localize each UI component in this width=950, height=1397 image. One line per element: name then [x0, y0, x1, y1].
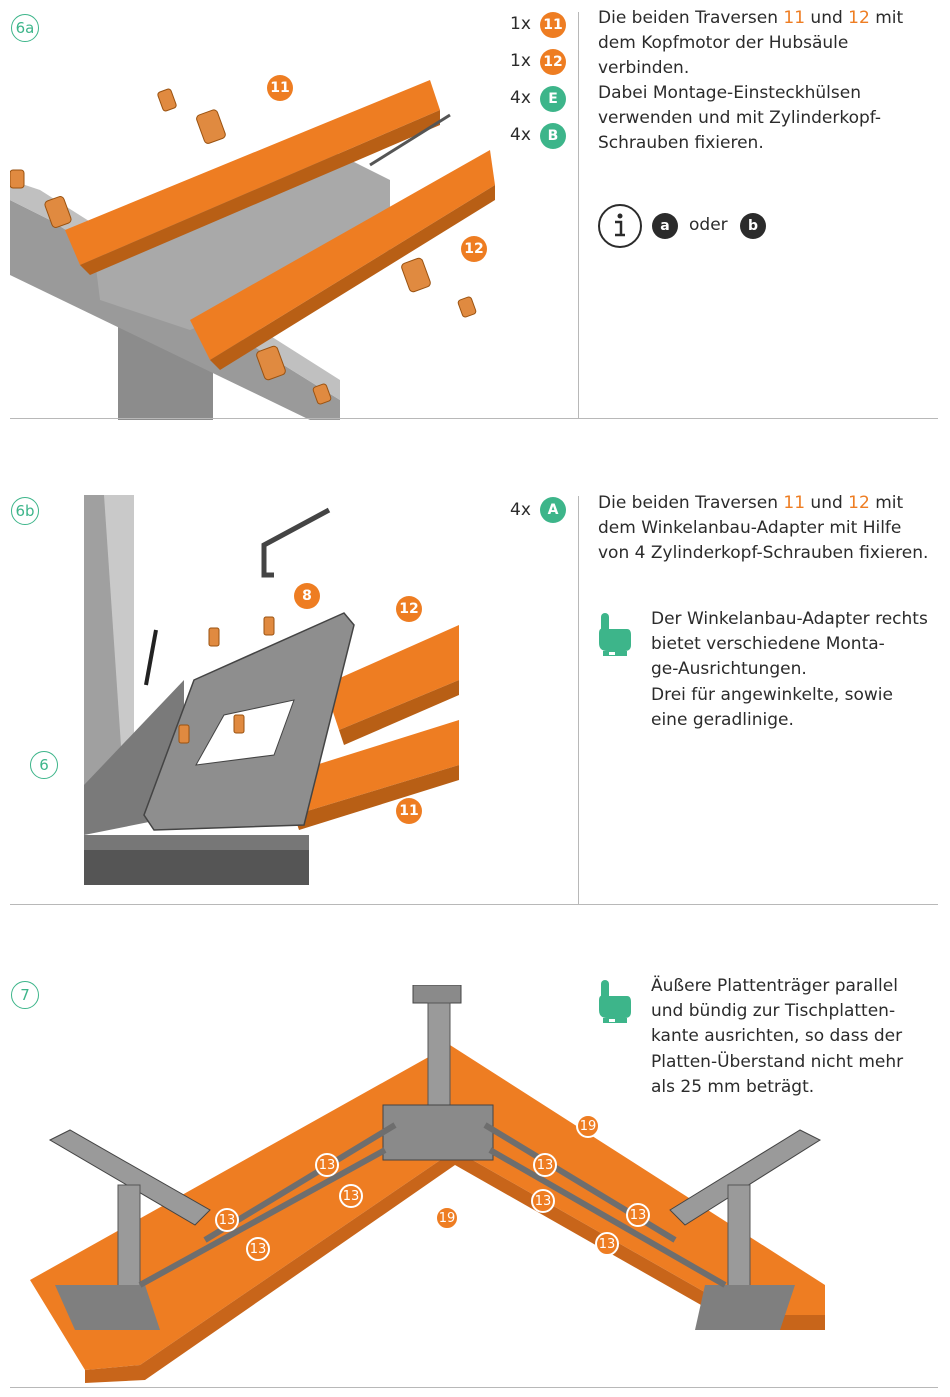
step-badge-7: 7 — [11, 981, 39, 1009]
part-callout-13: 13 — [339, 1184, 363, 1208]
part-badge-11: 11 — [540, 12, 566, 38]
part-callout-19: 19 — [576, 1114, 600, 1138]
step-badge-6: 6 — [30, 751, 58, 779]
instruction-line: verbinden. — [598, 58, 690, 78]
tip-line: bietet verschiedene Monta- — [651, 634, 885, 654]
part-badge-E: E — [540, 86, 566, 112]
instruction-line: dem Winkelanbau-Adapter mit Hilfe — [598, 518, 902, 538]
part-callout-19: 19 — [435, 1206, 459, 1230]
tip-line: ge-Ausrichtungen. — [651, 659, 807, 679]
part-callout-13: 13 — [315, 1153, 339, 1177]
part-callout-12: 12 — [461, 236, 487, 262]
part-callout-11: 11 — [267, 75, 293, 101]
oder-label: oder — [689, 215, 728, 235]
tip-line: Der Winkelanbau-Adapter rechts — [651, 609, 928, 629]
part-qty: 4x — [510, 88, 531, 108]
illustration-6a — [10, 80, 495, 420]
variant-b-badge: b — [740, 213, 766, 239]
tip-line: eine geradlinige. — [651, 710, 794, 730]
part-callout-13: 13 — [626, 1203, 650, 1227]
instruction-line: von 4 Zylinderkopf-Schrauben fixieren. — [598, 543, 929, 563]
part-callout-12: 12 — [396, 596, 422, 622]
info-icon — [598, 204, 642, 248]
part-qty: 1x — [510, 51, 531, 71]
instruction-line: verwenden und mit Zylinderkopf- — [598, 108, 881, 128]
part-qty: 4x — [510, 500, 531, 520]
instruction-line: dem Kopfmotor der Hubsäule — [598, 33, 849, 53]
instruction-line: Dabei Montage-Einsteckhülsen — [598, 83, 861, 103]
part-badge-A: A — [540, 497, 566, 523]
tip-line: und bündig zur Tischplatten- — [651, 1001, 896, 1021]
pointing-hand-icon — [599, 980, 631, 1023]
section-divider — [10, 418, 938, 419]
tip-line: als 25 mm beträgt. — [651, 1077, 815, 1097]
instruction-line: Die beiden Traversen 11 und 12 mit — [598, 493, 904, 513]
part-callout-11: 11 — [396, 798, 422, 824]
part-qty: 4x — [510, 125, 531, 145]
part-callout-13: 13 — [215, 1208, 239, 1232]
part-callout-13: 13 — [246, 1237, 270, 1261]
tip-line: Drei für angewinkelte, sowie — [651, 685, 893, 705]
part-callout-13: 13 — [531, 1189, 555, 1213]
tip-line: kante ausrichten, so dass der — [651, 1026, 903, 1046]
part-callout-13: 13 — [533, 1153, 557, 1177]
pointing-hand-icon — [599, 613, 631, 656]
column-divider — [578, 12, 579, 418]
part-badge-B: B — [540, 123, 566, 149]
part-badge-12: 12 — [540, 49, 566, 75]
instruction-line: Die beiden Traversen 11 und 12 mit — [598, 8, 904, 28]
part-callout-8: 8 — [294, 583, 320, 609]
column-divider — [578, 496, 579, 904]
illustration-6b — [84, 495, 459, 885]
part-qty: 1x — [510, 14, 531, 34]
section-divider — [10, 1387, 938, 1388]
illustration-7 — [30, 985, 825, 1383]
section-divider — [10, 904, 938, 905]
step-badge-6a: 6a — [11, 14, 39, 42]
part-callout-13: 13 — [595, 1232, 619, 1256]
variant-a-badge: a — [652, 213, 678, 239]
tip-line: Platten-Überstand nicht mehr — [651, 1052, 904, 1072]
step-badge-6b: 6b — [11, 497, 39, 525]
instruction-line: Schrauben fixieren. — [598, 133, 764, 153]
tip-line: Äußere Plattenträger parallel — [651, 976, 898, 996]
